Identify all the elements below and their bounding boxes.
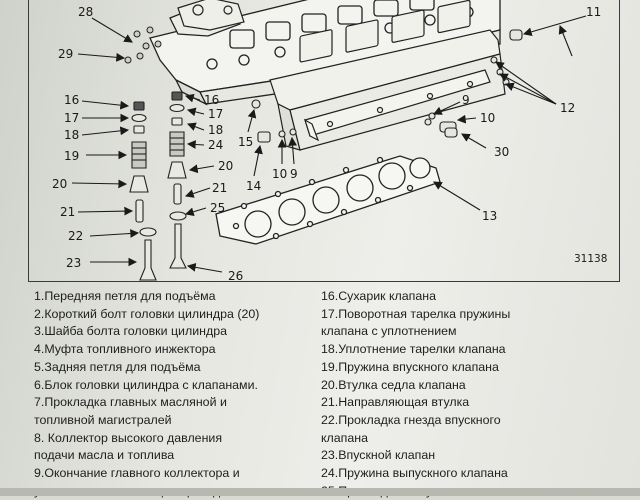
legend-item-text: 23.Впускной клапан xyxy=(321,448,436,463)
callout-10-right: 10 xyxy=(480,111,495,125)
legend-item-text: топливной магистралей xyxy=(34,412,172,427)
small-parts xyxy=(251,29,523,143)
callout-12: 12 xyxy=(560,101,575,115)
callout-16-right: 16 xyxy=(204,93,219,107)
callout-29: 29 xyxy=(58,47,73,61)
legend-item: 24.Пружина выпускного клапана xyxy=(321,465,633,483)
callout-11: 11 xyxy=(586,5,601,19)
legend-item-text: 20.Втулка седла клапана xyxy=(321,377,466,392)
legend-item: 17.Поворотная тарелка пружины клапана с у… xyxy=(321,306,633,341)
legend-item-text: 2.Короткий болт головки цилиндра (20) xyxy=(34,306,260,321)
legend-item-text: 16.Сухарик клапана xyxy=(321,289,437,303)
legend-item-text: 6.Блок головки цилиндра с клапанами. xyxy=(34,377,258,392)
legend-item-text: 18.Уплотнение тарелки клапана xyxy=(321,342,506,357)
callout-26: 26 xyxy=(228,269,243,283)
legend-item-text: 3.Шайба болта головки цилиндра xyxy=(34,324,227,339)
legend-item: 5.Задняя петля для подъёма xyxy=(34,359,316,377)
legend-item-text: 9.Окончание главного коллектора и xyxy=(34,466,240,481)
callout-20-left: 20 xyxy=(52,177,67,191)
legend-item-text: 5.Задняя петля для подъёма xyxy=(34,359,201,374)
callout-23: 23 xyxy=(66,256,81,270)
diagram-frame xyxy=(28,0,620,282)
head-gasket xyxy=(215,155,441,245)
legend-right-column: 16.Сухарик клапана 17.Поворотная тарелка … xyxy=(321,288,633,500)
callout-18-left: 18 xyxy=(64,128,79,142)
callout-20-right: 20 xyxy=(218,159,233,173)
callout-22: 22 xyxy=(68,229,83,243)
callout-14: 14 xyxy=(246,179,261,193)
callout-15: 15 xyxy=(238,135,253,149)
legend-item: 1.Передняя петля для подъёма xyxy=(34,288,316,306)
intake-valve-assembly xyxy=(129,101,157,281)
callout-10-left: 10 xyxy=(272,167,287,181)
callout-24: 24 xyxy=(208,138,223,152)
legend-item-text: 7.Прокладка главных масляной и xyxy=(34,395,227,410)
legend-item: 21.Направляющая втулка xyxy=(321,394,633,412)
legend-item-text: 22.Прокладка гнезда впускного xyxy=(321,412,501,427)
callout-17-right: 17 xyxy=(208,107,223,121)
callout-9-left: 9 xyxy=(290,167,298,181)
legend-item-text: клапана с уплотнением xyxy=(321,324,457,339)
legend-item-text: 21.Направляющая втулка xyxy=(321,395,470,410)
callout-19: 19 xyxy=(64,149,79,163)
callout-21-right: 21 xyxy=(212,181,227,195)
legend-item-text: 1.Передняя петля для подъёма xyxy=(34,289,216,303)
legend-item: 22.Прокладка гнезда впускного клапана xyxy=(321,412,633,447)
page-bottom-edge xyxy=(0,488,640,496)
callout-17-left: 17 xyxy=(64,111,79,125)
callout-30: 30 xyxy=(494,145,509,159)
diagram-drawing: 28 29 16 17 18 19 20 21 22 23 16 17 18 2… xyxy=(52,0,607,283)
leader-lines xyxy=(71,15,587,273)
legend-item: 23.Впускной клапан xyxy=(321,447,633,465)
legend-item-text: подачи масла и топлива xyxy=(34,448,175,463)
legend-item: 16.Сухарик клапана xyxy=(321,288,633,306)
legend-item-text: 19.Пружина впускного клапана xyxy=(321,359,499,374)
callout-18-right: 18 xyxy=(208,123,223,137)
callout-9-right: 9 xyxy=(462,93,470,107)
callout-28: 28 xyxy=(78,5,93,19)
legend-item: 20.Втулка седла клапана xyxy=(321,377,633,395)
legend-item: 4.Муфта топливного инжектора xyxy=(34,341,316,359)
legend-item-text: 24.Пружина выпускного клапана xyxy=(321,466,508,481)
legend-item: 18.Уплотнение тарелки клапана xyxy=(321,341,633,359)
legend-item: 2.Короткий болт головки цилиндра (20) xyxy=(34,306,316,324)
legend-item-text: клапана xyxy=(321,430,369,445)
legend-item: 8. Коллектор высокого давления подачи мас… xyxy=(34,430,316,465)
legend-item: 7.Прокладка главных масляной и топливной … xyxy=(34,394,316,429)
manifold-gasket-strip xyxy=(303,69,491,142)
callout-21-left: 21 xyxy=(60,205,75,219)
head-bolts-small xyxy=(124,26,162,64)
legend-item: 19.Пружина впускного клапана xyxy=(321,359,633,377)
legend-item-text: 8. Коллектор высокого давления xyxy=(34,430,223,445)
callout-25: 25 xyxy=(210,201,225,215)
exploded-parts-diagram: 28 29 16 17 18 19 20 21 22 23 16 17 18 2… xyxy=(28,0,620,283)
callout-13: 13 xyxy=(482,209,497,223)
callout-numbers: 28 29 16 17 18 19 20 21 22 23 16 17 18 2… xyxy=(52,5,601,283)
legend-item: 6.Блок головки цилиндра с клапанами. xyxy=(34,377,316,395)
figure-number: 31138 xyxy=(574,253,607,265)
callout-16-left: 16 xyxy=(64,93,79,107)
legend-left-column: 1.Передняя петля для подъёма 2.Короткий б… xyxy=(34,288,316,500)
legend-item-text: 17.Поворотная тарелка пружины xyxy=(321,306,511,321)
legend-item: 3.Шайба болта головки цилиндра xyxy=(34,323,316,341)
lifting-bracket xyxy=(177,0,245,31)
legend-item-text: 4.Муфта топливного инжектора xyxy=(34,342,216,357)
exhaust-valve-assembly xyxy=(167,91,187,269)
